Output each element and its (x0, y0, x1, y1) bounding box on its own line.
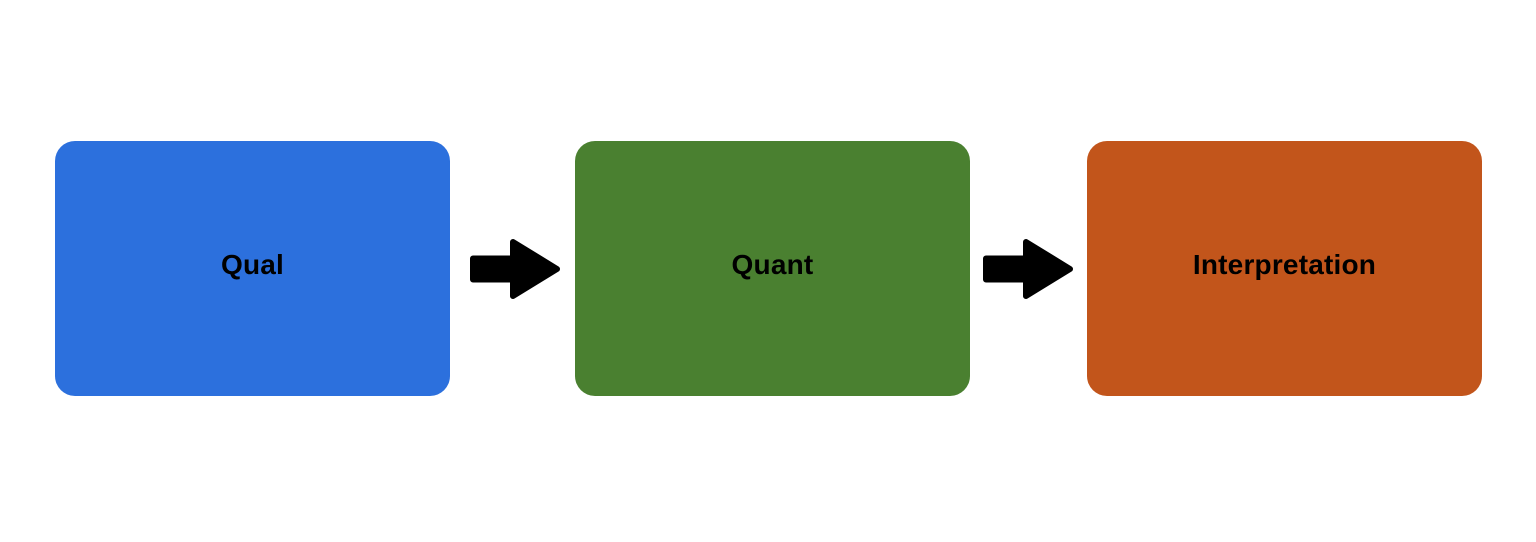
arrow-right-shape (470, 239, 560, 299)
node-interpretation: Interpretation (1087, 141, 1482, 396)
node-qual-label: Qual (220, 248, 285, 280)
node-quant-label: Quant (731, 248, 814, 280)
node-interpretation-label: Interpretation (1192, 248, 1377, 280)
node-quant: Quant (575, 141, 970, 396)
arrow-right-shape (983, 239, 1073, 299)
node-qual: Qual (55, 141, 450, 396)
arrow-right-icon (470, 239, 560, 299)
arrow-right-icon (983, 239, 1073, 299)
